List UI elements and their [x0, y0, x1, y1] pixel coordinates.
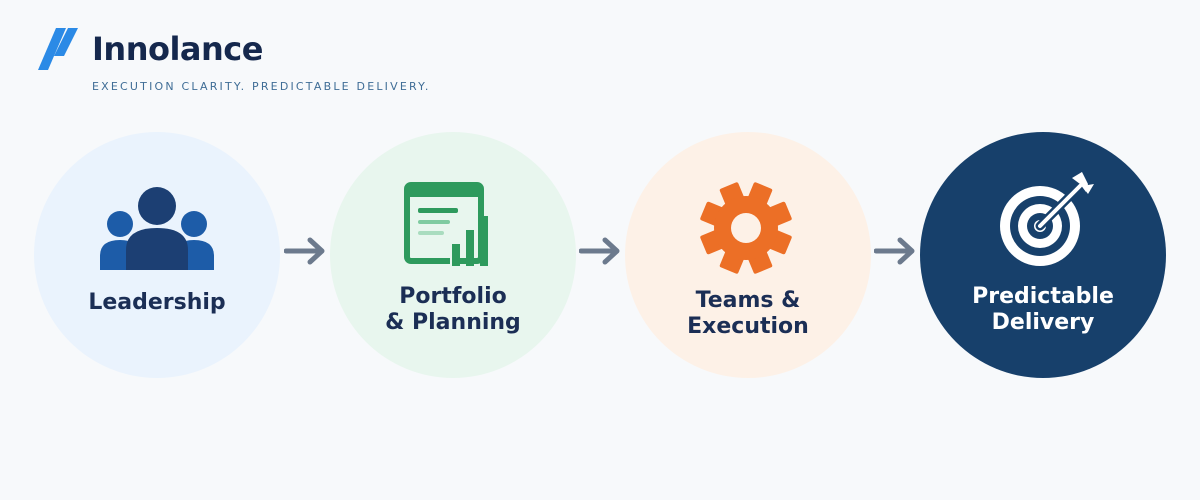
- step-portfolio-label: Portfolio & Planning: [330, 284, 576, 336]
- step-teams-execution: Teams & Execution: [625, 132, 871, 378]
- step-leadership-label-line1: Leadership: [88, 290, 226, 315]
- arrow-right-icon: [284, 237, 325, 265]
- dashboard-chart-icon: [404, 182, 488, 266]
- step-delivery-label-line2: Delivery: [991, 310, 1095, 335]
- step-leadership-label: Leadership: [34, 290, 280, 316]
- brand-tagline: EXECUTION CLARITY. PREDICTABLE DELIVERY.: [92, 80, 431, 93]
- brand-header: Innolance EXECUTION CLARITY. PREDICTABLE…: [36, 26, 431, 93]
- brand-row: Innolance: [36, 26, 431, 72]
- step-predictable-delivery: Predictable Delivery: [920, 132, 1166, 378]
- step-leadership: Leadership: [34, 132, 280, 378]
- arrow-right-icon: [579, 237, 620, 265]
- people-group-icon: [100, 187, 214, 270]
- target-arrow-icon: [1000, 172, 1094, 266]
- step-delivery-label-line1: Predictable: [972, 284, 1114, 309]
- step-delivery-label: Predictable Delivery: [920, 284, 1166, 336]
- step-portfolio-label-line1: Portfolio: [399, 284, 507, 309]
- step-portfolio-planning: Portfolio & Planning: [330, 132, 576, 378]
- step-teams-label-line1: Teams &: [695, 288, 801, 313]
- step-portfolio-label-line2: & Planning: [385, 310, 521, 335]
- arrow-right-icon: [874, 237, 915, 265]
- brand-name: Innolance: [92, 30, 263, 68]
- step-teams-label-line2: Execution: [687, 314, 809, 339]
- gear-icon: [700, 182, 792, 274]
- step-teams-label: Teams & Execution: [625, 288, 871, 340]
- slash-stripes-logo-icon: [38, 28, 78, 70]
